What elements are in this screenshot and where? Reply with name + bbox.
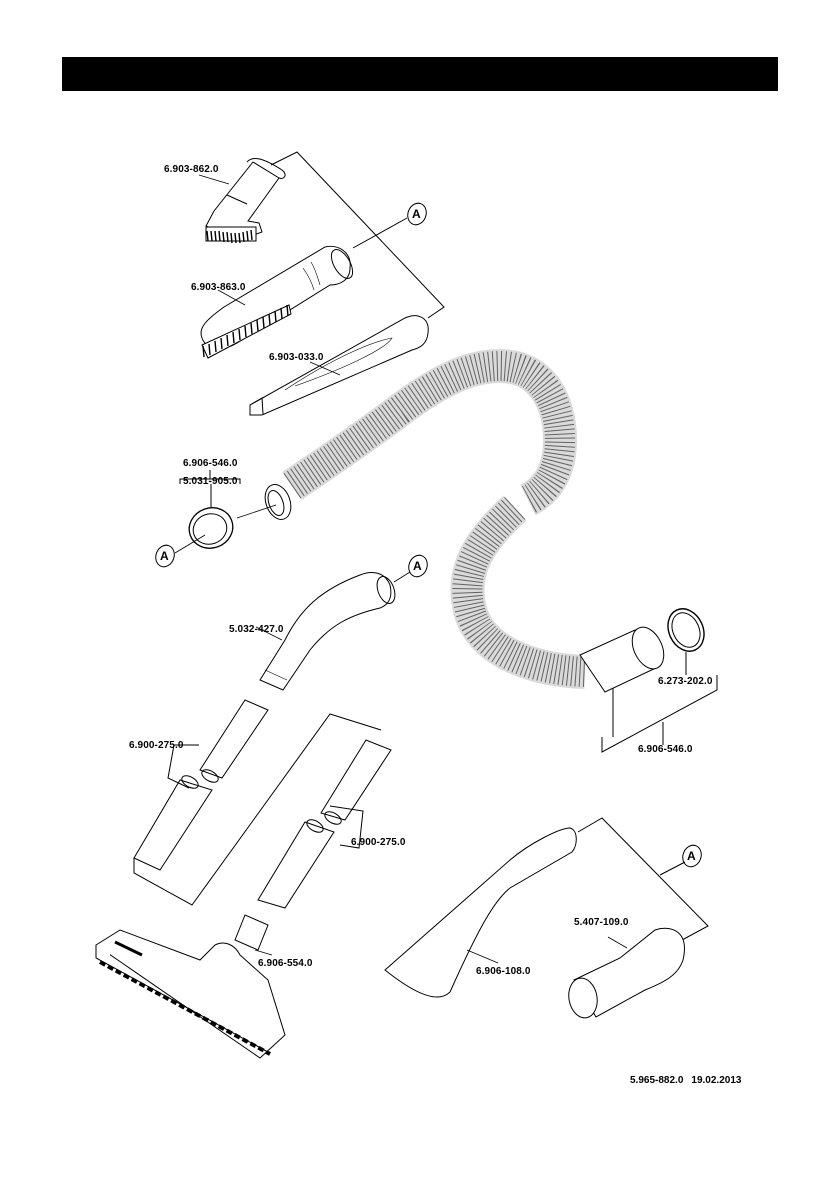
document-date: 19.02.2013 bbox=[691, 1075, 742, 1086]
wet-nozzle-drawing bbox=[384, 817, 709, 998]
part-number-label: 6.906-546.0 bbox=[183, 458, 238, 469]
part-number-label: 6.903-863.0 bbox=[191, 282, 246, 293]
floor-nozzle-drawing bbox=[95, 914, 286, 1059]
part-number-label: 6.906-108.0 bbox=[476, 966, 531, 977]
part-number-label: 5.032-427.0 bbox=[229, 624, 284, 635]
document-number: 5.965-882.0 bbox=[630, 1075, 684, 1086]
upholstery-brush-drawing bbox=[198, 157, 286, 244]
dusting-brush-drawing bbox=[200, 245, 354, 359]
part-number-label: 6.900-275.0 bbox=[129, 740, 184, 751]
callout-a-label: A bbox=[413, 559, 422, 573]
callout-a-label: A bbox=[687, 849, 696, 863]
header-bar bbox=[62, 57, 778, 91]
part-number-label: 5.407-109.0 bbox=[574, 917, 629, 928]
part-number-label: 6.903-862.0 bbox=[164, 164, 219, 175]
part-number-label: 6.906-554.0 bbox=[258, 958, 313, 969]
suction-tubes-left-drawing bbox=[133, 699, 382, 906]
adapter-drawing bbox=[568, 927, 685, 1019]
suction-tubes-right-drawing bbox=[257, 739, 392, 909]
callout-a-markers bbox=[155, 202, 702, 868]
suction-hose-drawing bbox=[236, 348, 718, 753]
part-number-label: 5.031-905.0 bbox=[183, 476, 238, 487]
part-number-label: 6.273-202.0 bbox=[658, 676, 713, 687]
callout-a-label: A bbox=[412, 207, 421, 221]
bayonet-ring-drawing bbox=[174, 470, 241, 554]
elbow-drawing bbox=[255, 571, 411, 691]
part-number-label: 6.900-275.0 bbox=[351, 837, 406, 848]
accessory-bracket-line bbox=[270, 151, 445, 319]
footer: 5.965-882.0 19.02.2013 bbox=[630, 1075, 741, 1086]
callout-a-label: A bbox=[160, 549, 169, 563]
crevice-nozzle-drawing bbox=[249, 315, 429, 416]
part-number-label: 6.906-546.0 bbox=[638, 744, 693, 755]
part-number-label: 6.903-033.0 bbox=[269, 352, 324, 363]
